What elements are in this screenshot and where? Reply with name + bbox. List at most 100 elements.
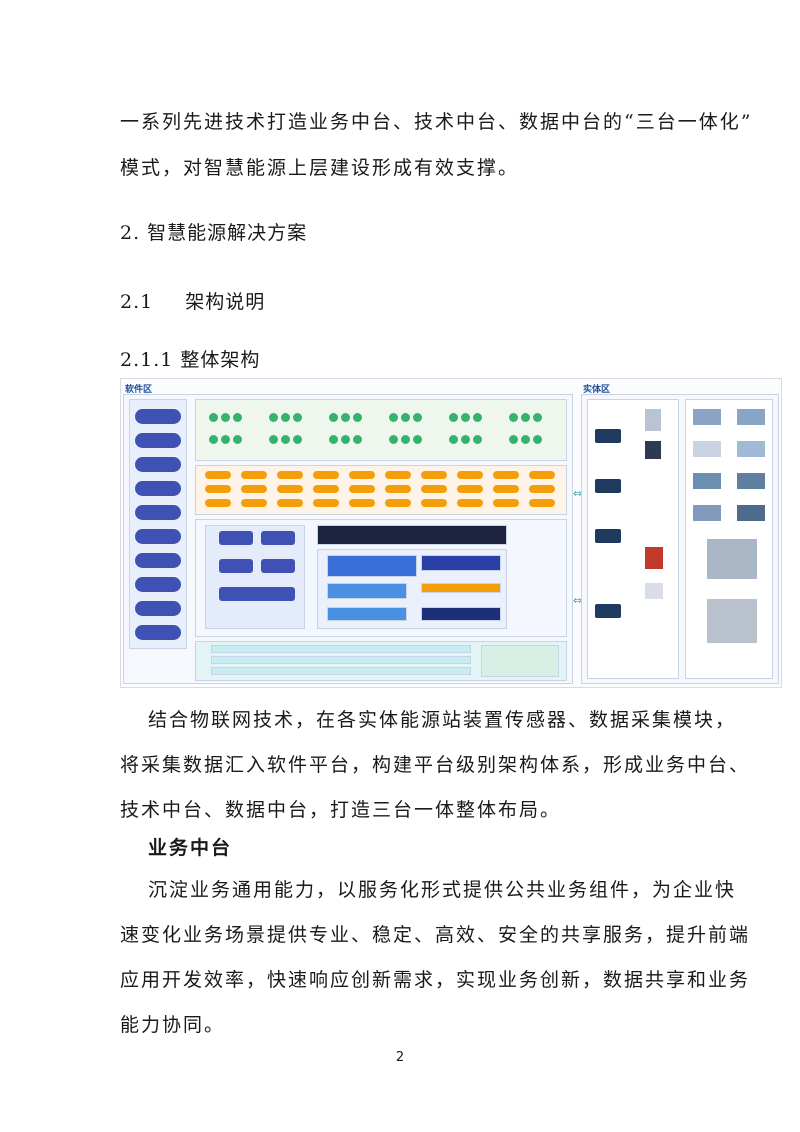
data-service-chip xyxy=(261,531,295,545)
service-chip xyxy=(421,471,447,479)
collector-device xyxy=(595,429,621,443)
subheading-business-middle-platform: 业务中台 xyxy=(148,837,233,859)
double-arrow-icon: ⇔ xyxy=(573,487,583,500)
app-icon xyxy=(533,413,542,422)
section-heading-2-1-1: 2.1.1 整体架构 xyxy=(120,349,261,371)
app-icon xyxy=(449,413,458,422)
service-chip xyxy=(421,485,447,493)
app-icon xyxy=(209,435,218,444)
service-chip xyxy=(385,499,411,507)
app-icon xyxy=(413,435,422,444)
service-chip xyxy=(457,485,483,493)
app-icon xyxy=(341,435,350,444)
app-pill xyxy=(135,625,181,640)
service-chip xyxy=(493,499,519,507)
app-icon xyxy=(341,413,350,422)
app-icon xyxy=(389,435,398,444)
application-layer xyxy=(195,399,567,461)
infra-bar xyxy=(211,656,471,664)
infra-bar xyxy=(211,645,471,653)
service-chip xyxy=(493,471,519,479)
infra-bar xyxy=(211,667,471,675)
app-icon xyxy=(281,413,290,422)
app-pill xyxy=(135,457,181,472)
app-pill xyxy=(135,409,181,424)
station-photo xyxy=(737,441,765,457)
service-chip xyxy=(349,471,375,479)
compute-chip xyxy=(327,555,417,577)
station-photo xyxy=(693,505,721,521)
service-chip xyxy=(205,485,231,493)
app-icon xyxy=(521,435,530,444)
data-service-chip xyxy=(219,559,253,573)
app-icon xyxy=(269,435,278,444)
station-photo xyxy=(737,473,765,489)
app-pill xyxy=(135,529,181,544)
service-chip xyxy=(349,485,375,493)
station-photo xyxy=(693,441,721,457)
sensor-image xyxy=(645,583,663,599)
storage-chip xyxy=(421,583,501,593)
section-heading-2: 2. 智慧能源解决方案 xyxy=(120,222,308,244)
paragraph-line: 能力协同。 xyxy=(120,1014,226,1036)
compute-chip xyxy=(421,555,501,571)
page-number: 2 xyxy=(395,1050,405,1065)
sensor-image xyxy=(645,409,661,431)
paragraph-line: 将采集数据汇入软件平台，构建平台级别架构体系，形成业务中台、 xyxy=(120,754,751,776)
app-icon xyxy=(353,413,362,422)
app-icon xyxy=(209,413,218,422)
app-icon xyxy=(521,413,530,422)
service-chip xyxy=(241,471,267,479)
station-photo xyxy=(737,505,765,521)
paragraph-line: 一系列先进技术打造业务中台、技术中台、数据中台的“三台一体化” xyxy=(120,111,753,133)
data-service-chip xyxy=(261,559,295,573)
service-chip xyxy=(313,471,339,479)
app-pill xyxy=(135,481,181,496)
tech-bar xyxy=(317,525,507,545)
sensor-image xyxy=(645,547,663,569)
app-pill xyxy=(135,601,181,616)
service-chip xyxy=(529,485,555,493)
service-chip xyxy=(385,471,411,479)
service-chip xyxy=(277,499,303,507)
cooling-tower-photo xyxy=(707,599,757,643)
paragraph-line: 沉淀业务通用能力，以服务化形式提供公共业务组件，为企业快 xyxy=(148,879,737,901)
app-icon xyxy=(401,435,410,444)
station-photo xyxy=(737,409,765,425)
ops-box xyxy=(481,645,559,677)
collector-device xyxy=(595,479,621,493)
app-icon xyxy=(329,413,338,422)
app-icon xyxy=(293,413,302,422)
paragraph-line: 模式，对智慧能源上层建设形成有效支撑。 xyxy=(120,157,520,179)
app-pill xyxy=(135,577,181,592)
app-icon xyxy=(533,435,542,444)
storage-chip xyxy=(327,583,407,599)
entity-zone-label: 实体区 xyxy=(583,385,611,395)
app-icon xyxy=(401,413,410,422)
collector-device xyxy=(595,604,621,618)
service-chip xyxy=(277,471,303,479)
station-photo xyxy=(693,409,721,425)
service-chip xyxy=(241,499,267,507)
software-zone-label: 软件区 xyxy=(125,385,153,395)
app-icon xyxy=(281,435,290,444)
app-icon xyxy=(233,413,242,422)
app-pill xyxy=(135,553,181,568)
app-pill xyxy=(135,433,181,448)
app-icon xyxy=(461,435,470,444)
app-icon xyxy=(233,435,242,444)
paragraph-line: 速变化业务场景提供专业、稳定、高效、安全的共享服务，提升前端 xyxy=(120,924,751,946)
service-chip xyxy=(457,471,483,479)
app-pill xyxy=(135,505,181,520)
app-icon xyxy=(293,435,302,444)
heading-text: 架构说明 xyxy=(185,291,266,313)
app-icon xyxy=(329,435,338,444)
service-chip xyxy=(385,485,411,493)
app-icon xyxy=(389,413,398,422)
service-chip xyxy=(241,485,267,493)
double-arrow-icon: ⇔ xyxy=(573,594,583,607)
app-icon xyxy=(449,435,458,444)
app-icon xyxy=(509,435,518,444)
data-service-chip xyxy=(219,531,253,545)
